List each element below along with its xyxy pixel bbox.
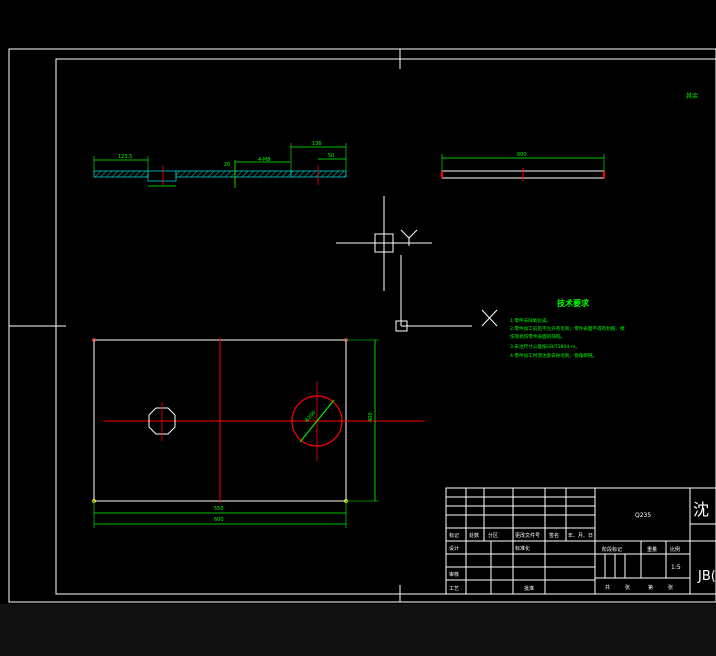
tb-header-0: 标记 (449, 532, 459, 539)
tb-stage-label: 阶段标记 (602, 546, 622, 553)
dim-text-small: 50 (328, 153, 334, 159)
title-block[interactable] (445, 487, 716, 595)
dim-text-mid: 4-M8 (258, 157, 270, 163)
y-icon-left (400, 229, 410, 239)
tb-material: Q235 (635, 512, 651, 519)
tb-weight-label: 重量 (647, 546, 657, 553)
tb-header-4: 签名 (549, 532, 559, 539)
top-view-hatch-left (93, 170, 149, 178)
plan-octagon-hole (148, 407, 176, 435)
plan-dim-outer-text: 600 (214, 517, 224, 523)
title-block-text: 标记 处数 分区 更改文件号 签名 年、月、日 设计 标准化 审核 工艺 批准 … (449, 500, 716, 592)
tech-req-line-4: 3.未注尺寸公差按GB/T1804-m。 (510, 343, 580, 350)
large-hole-diameter (299, 399, 335, 443)
tb-process-label: 工艺 (449, 586, 459, 592)
corner-note: 其余 (686, 92, 698, 100)
tb-review-label: 审核 (449, 571, 459, 578)
tb-header-2: 分区 (488, 532, 498, 539)
side-dim-text: 600 (517, 152, 527, 158)
tech-req-line-3: 伤等损伤零件表面的缺陷。 (510, 333, 565, 340)
crosshair-pickbox (374, 233, 394, 253)
x-icon-b (481, 309, 498, 327)
tb-approve-label: 批准 (524, 585, 534, 592)
tb-header-5: 年、月、日 (568, 532, 593, 539)
top-view-hatch-mid (175, 170, 292, 178)
top-view[interactable]: 123.5 136 50 4-M8 20 (93, 141, 347, 188)
ucs-origin-box (395, 320, 408, 332)
tb-scale-label: 比例 (670, 546, 680, 553)
ucs-icon[interactable] (395, 255, 498, 332)
tech-req-title: 技术要求 (557, 298, 590, 308)
tb-code: JB( (697, 569, 716, 584)
tech-req-line-1: 1.零件去除氧化皮。 (510, 317, 551, 324)
tech-req-line-2: 2.零件加工前后不允许有毛刺，零件表面不得有划痕、擦 (510, 325, 625, 332)
tb-sheet-1: 共 (605, 584, 610, 591)
corner-marker-tl (92, 338, 96, 342)
dim-text-thk: 20 (224, 162, 230, 168)
bottom-bar (0, 604, 716, 656)
dim-text-right: 136 (312, 141, 322, 147)
tb-header-1: 处数 (469, 532, 479, 539)
tb-sheet-4: 张 (668, 584, 673, 591)
tech-req-line-5: 4.零件加工时须注意去除毛刺，锐角倒钝。 (510, 352, 597, 359)
y-icon-right (408, 229, 418, 239)
side-view[interactable]: 600 (441, 152, 605, 181)
tb-company: 沈 (693, 500, 709, 519)
plan-dim-inner-text: 550 (214, 506, 224, 512)
top-view-hatch-right (290, 170, 347, 178)
dim-text-left: 123.5 (118, 154, 132, 160)
tb-sheet-3: 第 (648, 584, 653, 591)
crosshair-cursor[interactable] (336, 196, 432, 291)
tech-requirements: 技术要求 1.零件去除氧化皮。 2.零件加工前后不允许有毛刺，零件表面不得有划痕… (510, 298, 625, 359)
outer-border (8, 48, 716, 603)
tb-scale-value: 1:5 (671, 564, 681, 571)
large-hole-dim-text: Φ200 (304, 410, 317, 424)
tb-standard-label: 标准化 (515, 545, 530, 552)
plan-view[interactable]: Φ200 550 600 400 (92, 338, 425, 528)
top-view-notch (147, 170, 177, 182)
tb-header-3: 更改文件号 (515, 532, 540, 539)
tb-design-label: 设计 (449, 545, 459, 552)
plan-dim-height-text: 400 (368, 412, 374, 422)
tb-sheet-2: 张 (625, 584, 630, 591)
